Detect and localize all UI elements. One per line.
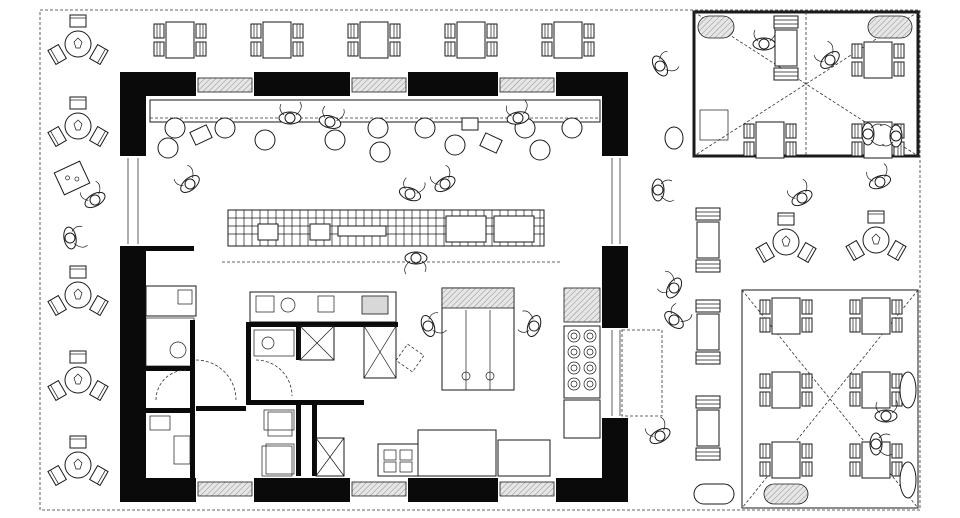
terrace-right-bottom-pergola <box>693 289 919 509</box>
dining-people <box>170 163 459 275</box>
terrace-outline <box>39 9 921 511</box>
stove-range <box>563 287 601 439</box>
terrace-right-top-pergola <box>692 10 920 159</box>
terrace-right-middle <box>621 47 907 461</box>
kitchen <box>246 291 551 477</box>
kitchen-island <box>395 287 545 391</box>
terrace-top-tables <box>153 21 595 59</box>
building-walls <box>120 72 628 502</box>
terrace-left-round-tables <box>47 14 109 486</box>
window-bar-counter <box>149 99 601 163</box>
service-counter <box>222 209 562 263</box>
restrooms <box>145 246 293 478</box>
